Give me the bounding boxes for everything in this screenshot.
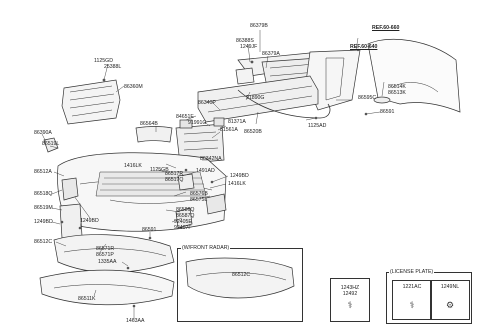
callout-1249BD-left: 1249BD [34,219,53,225]
callout-86379A: 86379A [262,51,280,57]
callout-92405E: 92405E [174,219,192,225]
lower-lip-part [53,234,175,273]
callout-1463AA: 1463AA [126,318,145,324]
energy-absorber-part [197,75,319,123]
callout-81371A: 81371A [228,119,246,125]
callout-86379B: 86379B [250,23,268,29]
callout-86571R: 86571R [96,246,115,252]
callout-86512C: 86512C [34,239,53,245]
callout-86571P: 86571P [96,252,114,258]
small-bracket-part [235,67,255,85]
callout-86517R: 86517R [165,171,184,177]
callout-86520B: 86520B [244,129,262,135]
upper-grille-part [61,79,121,125]
callout-1249BD-upper: 1249BD [230,173,249,179]
fastener-1221AC: 1221AC [402,284,422,290]
callout-1335AA: 1335AA [98,259,117,265]
callout-86513K: 86513K [388,90,406,96]
bolt-icon: ⚙ [445,300,455,310]
callout-81561A: 81561A [220,127,238,133]
callout-92407F: 92407F [174,225,192,231]
fastener-12492: 12492 [342,291,358,297]
sensor-part [213,117,225,127]
side-reflector-part [373,96,391,104]
callout-ref-60-640[interactable]: REF.60-640 [350,44,378,50]
callout-1125GD: 1125GD [94,58,113,64]
front-radar-box [177,248,303,322]
callout-86591-upper: 86591 [380,109,395,115]
radar-lower-lip-part [185,257,295,299]
fastener-cell: 1243HZ 12492 ⚕ [330,278,370,322]
callout-1125GB: 1125GB [150,167,169,173]
callout-86512A: 86512A [34,169,52,175]
emblem-bracket-part [135,126,173,143]
callout-86342NA: 86342NA [200,156,222,162]
license-plate-cell-1249NL: 1249NL ⚙ [430,280,470,320]
callout-86576B: 86576B [190,191,208,197]
callout-86388S: 86388S [236,38,254,44]
callout-25388L: 25388L [104,64,122,70]
callout-1249JF: 1249JF [240,44,258,50]
fastener-1249NL: 1249NL [440,284,460,290]
callout-86340P: 86340P [198,100,216,106]
screw-icon: ⚕ [347,300,353,310]
callout-86575L: 86575L [190,197,208,203]
callout-86512C-radar: 86512C [232,272,251,278]
license-plate-cell-1221AC: 1221AC ⚕ [392,280,432,320]
callout-1416LK-upper: 1416LK [124,163,142,169]
license-plate-box-title: (LICENSE PLATE) [389,269,435,275]
license-plate-bracket-part [59,203,83,239]
callout-86514K: 86514K [388,84,406,90]
callout-91890G: 91890G [246,95,265,101]
fastener-1243HZ: 1243HZ [340,285,360,291]
callout-86587Q: 86587Q [176,213,195,219]
callout-86517Q: 86517Q [165,177,184,183]
corner-garnish-part [205,193,227,215]
callout-86591-lower: 86591 [142,227,157,233]
callout-84651E: 84651E [176,114,194,120]
callout-1249BD-center: 1249BD [80,218,99,224]
callout-86519M: 86519M [34,205,53,211]
front-radar-box-title: (W/FRONT RADAR) [181,245,231,251]
callout-86519L: 86519L [42,141,60,147]
callout-1125AD: 1125AD [308,123,327,129]
fender-part [367,38,461,113]
skid-plate-part [39,269,175,306]
callout-86595C: 86595C [358,95,377,101]
wiring-harness-part [237,89,331,119]
corner-cover-part [61,177,79,201]
callout-ref-60-660[interactable]: REF.60-660 [372,25,400,31]
callout-86518Q: 86518Q [34,191,53,197]
callout-86511K: 86511K [78,296,96,302]
callout-86360M: 86360M [124,84,143,90]
callout-1491AD: 1491AD [196,168,215,174]
callout-91991G: 91991G [188,120,207,126]
callout-86586Q: 86586Q [176,207,195,213]
callout-86390A: 86390A [34,130,52,136]
callout-86564B: 86564B [140,121,158,127]
screw-icon: ⚕ [409,300,415,310]
callout-1416LK-lower: 1416LK [228,181,246,187]
